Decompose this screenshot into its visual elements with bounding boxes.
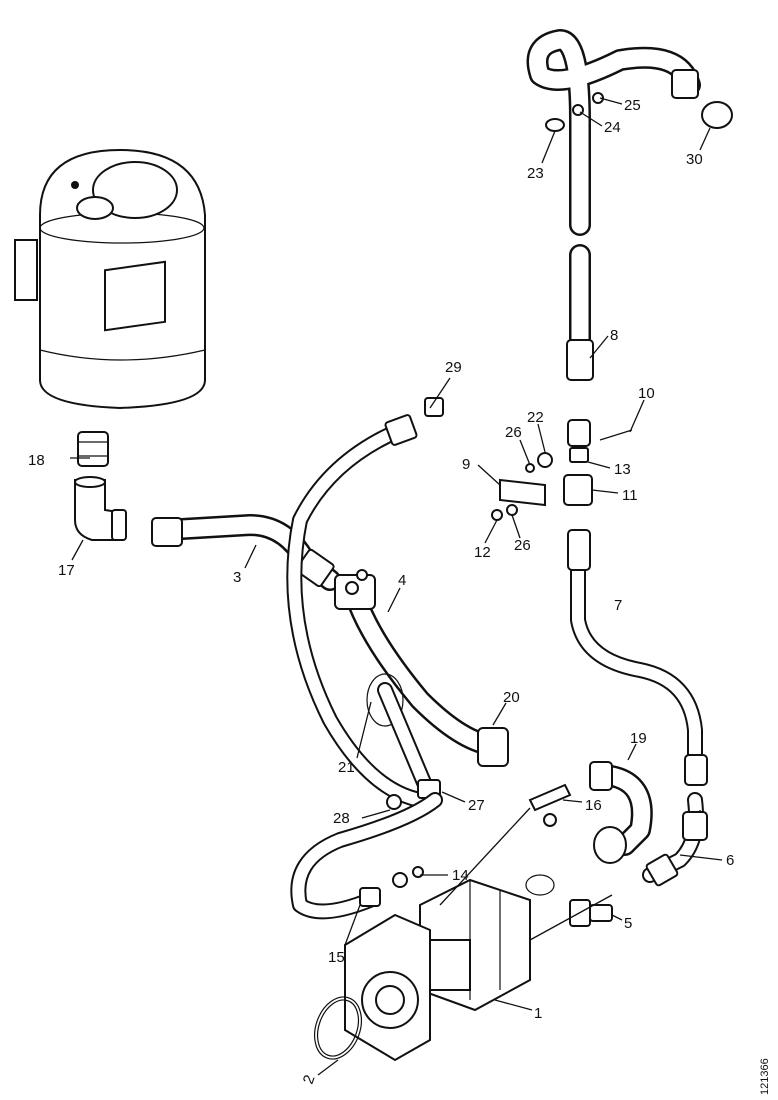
callout-1: 1 <box>534 1005 542 1022</box>
pump-1 <box>344 878 531 1062</box>
callout-25: 25 <box>624 97 641 114</box>
hose-7 <box>567 529 708 786</box>
callout-24: 24 <box>604 119 621 136</box>
callout-14: 14 <box>452 867 469 884</box>
callout-19: 19 <box>630 730 647 747</box>
callout-6: 6 <box>726 852 734 869</box>
callout-2: 2 <box>300 1073 319 1087</box>
callout-20: 20 <box>503 689 520 706</box>
callout-29: 29 <box>445 359 462 376</box>
drawing-reference-number: 121366 <box>759 1058 771 1095</box>
callout-3: 3 <box>233 569 241 586</box>
callout-16: 16 <box>585 797 602 814</box>
callout-12: 12 <box>474 544 491 561</box>
callout-11: 11 <box>622 487 638 504</box>
return-line <box>286 397 444 808</box>
valve-assembly <box>491 419 633 521</box>
pipe-6 <box>642 792 708 887</box>
callout-9: 9 <box>462 456 470 473</box>
leader-lines <box>70 97 723 1076</box>
pipe-27 <box>377 682 441 799</box>
callout-13: 13 <box>614 461 631 478</box>
reservoir-tank <box>14 148 206 410</box>
callout-15: 15 <box>328 949 345 966</box>
hose-4 <box>334 574 509 767</box>
hose-8 <box>526 29 733 381</box>
callout-21: 21 <box>338 759 355 776</box>
callout-10: 10 <box>638 385 655 402</box>
hose-15 <box>290 792 443 920</box>
callout-27: 27 <box>468 797 485 814</box>
callout-labels: 1 2 3 4 5 6 7 8 9 10 11 12 13 14 15 16 1… <box>28 97 771 1095</box>
callout-17: 17 <box>58 562 75 579</box>
o-ring-2 <box>314 996 362 1060</box>
callout-5: 5 <box>624 915 632 932</box>
clamp-21 <box>366 673 404 727</box>
callout-18: 18 <box>28 452 45 469</box>
hose-19 <box>525 761 653 896</box>
callout-30: 30 <box>686 151 703 168</box>
callout-28: 28 <box>333 810 350 827</box>
callout-26a: 26 <box>505 424 522 441</box>
elbow-fitting-17 <box>74 476 127 541</box>
callout-4: 4 <box>398 572 406 589</box>
callout-7: 7 <box>614 597 622 614</box>
callout-26b: 26 <box>514 537 531 554</box>
hose-3 <box>151 514 341 591</box>
fitting-18 <box>77 431 109 467</box>
callout-8: 8 <box>610 327 618 344</box>
callout-22: 22 <box>527 409 544 426</box>
callout-23: 23 <box>527 165 544 182</box>
fitting-5 <box>569 899 613 927</box>
